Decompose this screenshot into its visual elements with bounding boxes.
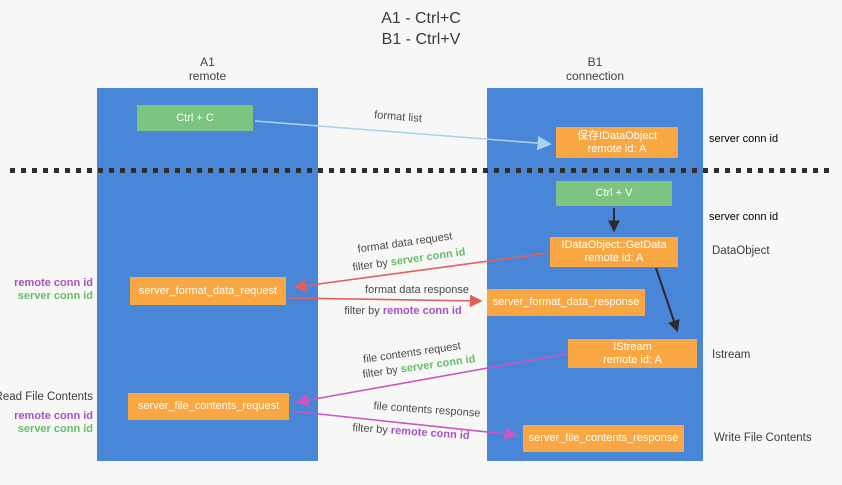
- remote-conn-id-key: remote conn id: [382, 305, 462, 317]
- filter-prefix: filter by: [344, 305, 380, 317]
- format-data-response-label: format data response: [365, 284, 469, 296]
- server-conn-id-annotation: server conn id: [17, 290, 93, 302]
- node-ctrl-v: Ctrl + V: [556, 181, 672, 206]
- node-idataobject-getdata: IDataObject::GetData remote id: A: [550, 237, 678, 267]
- istream-annotation: Istream: [712, 349, 751, 361]
- node-server-format-data-request: server_format_data_request: [130, 277, 286, 305]
- server-file-contents-response-label: server_file_contents_response: [528, 432, 679, 444]
- getdata-line1: IDataObject::GetData: [561, 239, 667, 251]
- node-istream: IStream remote id: A: [568, 339, 697, 368]
- getdata-line2: remote id: A: [584, 252, 644, 264]
- server-file-contents-request-label: server_file_contents_request: [137, 400, 280, 412]
- dataobject-annotation: DataObject: [712, 245, 770, 257]
- filter-prefix: filter by: [361, 364, 399, 381]
- dashed-divider-line: [10, 168, 830, 173]
- lane-header-a1: A1 remote: [97, 55, 318, 83]
- file-contents-response-label: file contents response: [373, 400, 481, 420]
- lane-header-b1: B1 connection: [487, 55, 703, 83]
- filter-by-remote-conn-id-label-2: filter by remote conn id: [352, 422, 470, 442]
- filter-prefix: filter by: [351, 257, 389, 274]
- istream-line2: remote id: A: [603, 353, 662, 366]
- left-format-conn-ids: remote conn id server conn id: [14, 277, 93, 303]
- ctrl-c-label: Ctrl + C: [176, 111, 214, 124]
- ctrl-v-label: Ctrl + V: [595, 187, 633, 199]
- read-file-contents-block: Read File Contents remote conn id server…: [0, 391, 93, 436]
- filter-prefix: filter by: [352, 421, 389, 437]
- remote-conn-id-annotation: remote conn id: [14, 410, 93, 422]
- diagram-title: A1 - Ctrl+C B1 - Ctrl+V: [0, 8, 842, 50]
- save-idataobject-line2: remote id: A: [587, 142, 647, 155]
- server-conn-id-annotation: server conn id: [17, 423, 93, 435]
- node-server-file-contents-request: server_file_contents_request: [128, 393, 289, 420]
- title-line-2: B1 - Ctrl+V: [381, 31, 461, 48]
- lane-b1-title: B1: [587, 55, 603, 69]
- istream-line1: IStream: [613, 340, 652, 353]
- format-list-label: format list: [373, 109, 423, 125]
- read-file-contents-label: Read File Contents: [0, 391, 93, 403]
- server-conn-id-annotation-mid: server conn id: [709, 211, 779, 223]
- node-server-format-data-response: server_format_data_response: [487, 289, 645, 316]
- write-file-contents-annotation: Write File Contents: [714, 432, 812, 444]
- server-conn-id-annotation-top: server conn id: [709, 133, 779, 145]
- lane-a1-subtitle: remote: [188, 69, 227, 83]
- server-format-data-request-label: server_format_data_request: [138, 284, 278, 297]
- node-ctrl-c: Ctrl + C: [137, 105, 253, 131]
- remote-conn-id-key: remote conn id: [390, 424, 470, 443]
- node-server-file-contents-response: server_file_contents_response: [523, 425, 684, 452]
- lane-a1-title: A1: [200, 55, 215, 69]
- save-idataobject-line1: 保存IDataObject: [576, 129, 658, 142]
- lane-b1-subtitle: connection: [565, 69, 625, 83]
- server-format-data-response-label: server_format_data_response: [492, 296, 640, 308]
- filter-by-remote-conn-id-label-1: filter by remote conn id: [344, 305, 461, 317]
- node-save-idataobject: 保存IDataObject remote id: A: [556, 127, 678, 158]
- remote-conn-id-annotation: remote conn id: [14, 277, 93, 289]
- title-line-1: A1 - Ctrl+C: [381, 10, 461, 27]
